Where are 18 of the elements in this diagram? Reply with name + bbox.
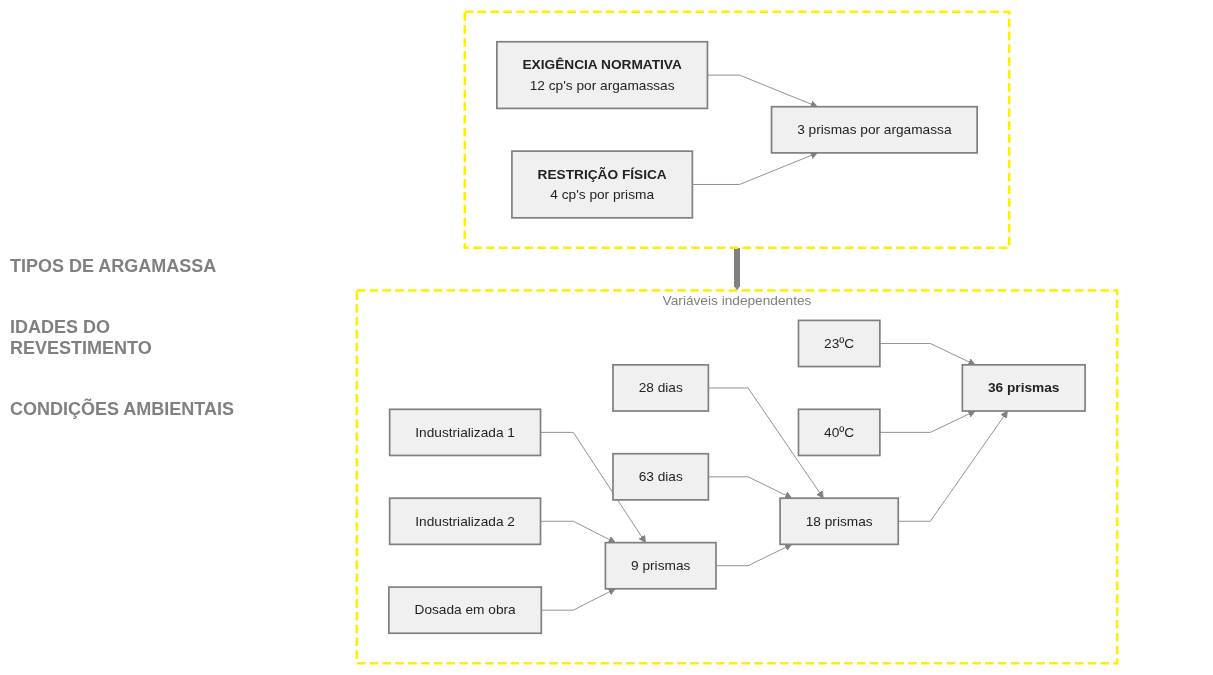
row-label: TIPOS DE ARGAMASSA — [10, 255, 218, 277]
node-box: 3 prismas por argamassa — [770, 105, 978, 154]
node-box: 18 prismas — [778, 497, 899, 546]
node-box: 9 prismas — [604, 541, 717, 590]
node-box: 28 dias — [611, 364, 709, 412]
node-box: 23ºC — [797, 319, 881, 368]
node-box: EXIGÊNCIA NORMATIVA 12 cp's por argamassas — [495, 40, 708, 110]
node-box: 36 prismas — [961, 364, 1086, 412]
node-box: Industrializada 1 — [388, 408, 541, 457]
node-box: 40ºC — [797, 408, 881, 457]
row-label: IDADES DO REVESTIMENTO — [10, 316, 153, 359]
node-box: Industrializada 2 — [388, 497, 541, 546]
cluster — [463, 10, 1010, 250]
node-box: 63 dias — [611, 452, 709, 501]
node-box: RESTRIÇÃO FÍSICA 4 cp's por prisma — [510, 150, 693, 219]
arrow — [732, 247, 741, 291]
node-box: Dosada em obra — [387, 586, 542, 635]
row-label: CONDIÇÕES AMBIENTAIS — [10, 398, 235, 420]
